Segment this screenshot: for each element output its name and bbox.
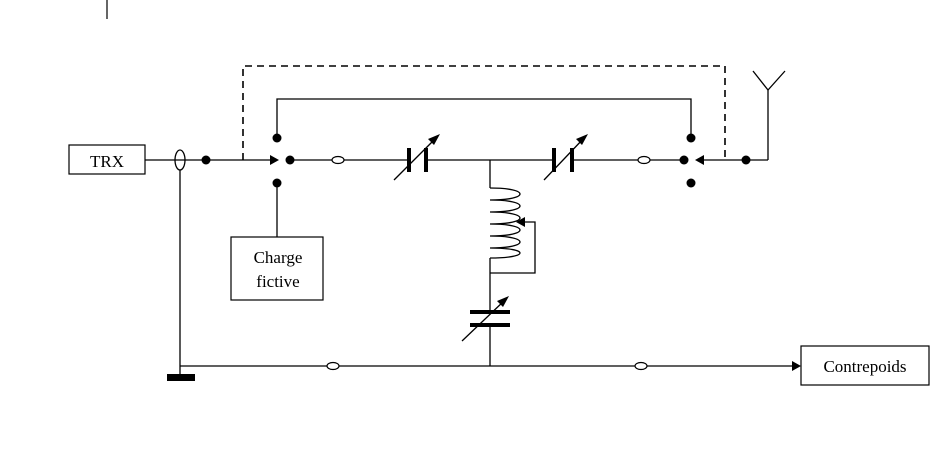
trx-label: TRX [90, 152, 124, 171]
dummy-load-label-1: Charge [254, 248, 303, 267]
ground-symbol [167, 374, 195, 381]
gang-dashed-line [242, 65, 726, 160]
connector-oval-2 [637, 155, 651, 165]
antenna-icon [752, 70, 786, 92]
counterpoise-box [800, 345, 930, 386]
counterpoise-label: Contrepoids [823, 357, 906, 376]
antenna-junction-dot [741, 155, 751, 165]
connector-oval-4 [634, 361, 648, 371]
right-switch-bottom-contact [686, 178, 696, 188]
series-cap-1-arrow [393, 137, 437, 181]
counterpoise-arrow [792, 361, 801, 371]
inductor-tap-wire [490, 221, 536, 274]
series-cap-2-arrow [543, 137, 585, 181]
inductor-tap-arrow [516, 217, 525, 227]
dummy-load-label-2: fictive [256, 272, 299, 291]
dummy-load-box [230, 236, 324, 301]
right-switch-common [679, 155, 689, 165]
junction-dot [201, 155, 211, 165]
connector-oval-1 [331, 155, 345, 165]
series-cap-1-arrowhead [428, 134, 440, 145]
shunt-cap-arrow [461, 299, 506, 342]
bypass-wire [276, 98, 692, 138]
feed-arrow [270, 155, 279, 165]
shunt-cap-arrowhead [497, 296, 509, 307]
right-switch-top-contact [686, 133, 696, 143]
connector-oval-3 [326, 361, 340, 371]
series-cap-2-arrowhead [576, 134, 588, 145]
antenna-feed-arrow [695, 155, 704, 165]
roller-inductor-icon [489, 187, 521, 259]
